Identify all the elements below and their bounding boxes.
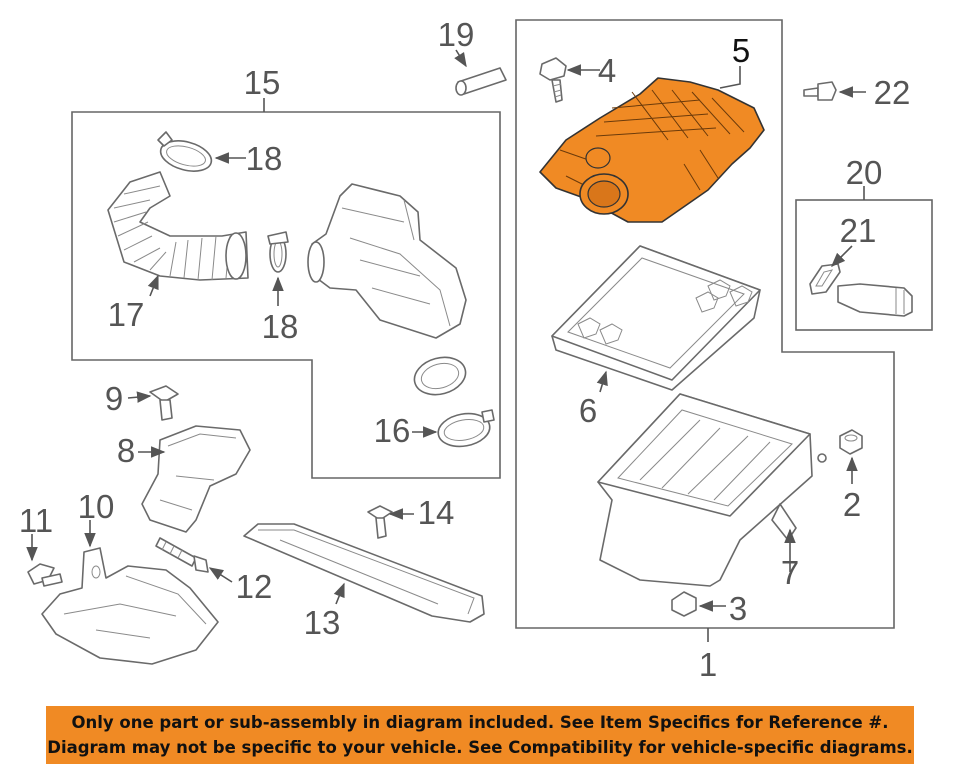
seal-part-21[interactable] bbox=[809, 263, 841, 295]
callout-5: 5 bbox=[732, 32, 750, 69]
callout-13: 13 bbox=[304, 604, 341, 641]
air-filter-part-6[interactable] bbox=[551, 245, 761, 391]
callout-19: 19 bbox=[438, 16, 475, 53]
push-pin-part-14[interactable] bbox=[367, 505, 393, 539]
tube-part-19[interactable] bbox=[455, 67, 507, 96]
grommet-part-2[interactable] bbox=[839, 429, 863, 455]
air-scoop-part-10[interactable] bbox=[41, 547, 219, 665]
callout-22: 22 bbox=[874, 74, 911, 111]
seal-ring-part-16[interactable] bbox=[410, 352, 470, 400]
callout-18-lower: 18 bbox=[262, 308, 299, 345]
stud-part-12[interactable] bbox=[155, 537, 209, 573]
callout-18-upper: 18 bbox=[246, 140, 283, 177]
callout-7: 7 bbox=[781, 554, 799, 591]
callout-17: 17 bbox=[108, 296, 145, 333]
mass-airflow-sensor-part-20[interactable] bbox=[837, 283, 913, 317]
intake-duct-part-17[interactable] bbox=[107, 171, 249, 281]
callout-15: 15 bbox=[244, 64, 281, 101]
callout-9: 9 bbox=[105, 380, 123, 417]
callout-8: 8 bbox=[117, 432, 135, 469]
clamp-part-18-lower[interactable] bbox=[267, 231, 289, 273]
group-box-15 bbox=[71, 111, 501, 479]
callout-10: 10 bbox=[78, 488, 115, 525]
callout-6: 6 bbox=[579, 392, 597, 429]
disclaimer-line-1: Only one part or sub-assembly in diagram… bbox=[71, 713, 889, 732]
callout-14: 14 bbox=[418, 494, 455, 531]
upper-housing-part-5[interactable] bbox=[539, 77, 765, 223]
group-box-1 bbox=[515, 19, 895, 629]
callout-21: 21 bbox=[840, 212, 877, 249]
callout-16: 16 bbox=[374, 412, 411, 449]
disclaimer-line-2: Diagram may not be specific to your vehi… bbox=[47, 738, 913, 757]
callout-20: 20 bbox=[846, 154, 883, 191]
bolt-part-22[interactable] bbox=[803, 81, 837, 101]
callout-2: 2 bbox=[843, 486, 861, 523]
callout-12: 12 bbox=[236, 568, 273, 605]
deflector-part-13[interactable] bbox=[243, 523, 485, 623]
lower-housing-part-7[interactable] bbox=[597, 393, 827, 587]
clamp-part-16[interactable] bbox=[436, 409, 495, 451]
push-pin-part-11[interactable] bbox=[27, 563, 63, 587]
disclaimer-banner: Only one part or sub-assembly in diagram… bbox=[46, 706, 914, 764]
push-pin-part-9[interactable] bbox=[149, 385, 179, 421]
callout-4: 4 bbox=[598, 52, 616, 89]
callout-3: 3 bbox=[729, 590, 747, 627]
clamp-part-18-upper[interactable] bbox=[157, 131, 214, 176]
outlet-duct-part-15[interactable] bbox=[307, 183, 467, 339]
grommet-part-3[interactable] bbox=[671, 591, 697, 617]
inlet-duct-part-8[interactable] bbox=[141, 425, 251, 533]
bolt-part-4[interactable] bbox=[539, 57, 567, 103]
callout-11: 11 bbox=[19, 502, 53, 539]
callout-1: 1 bbox=[699, 646, 717, 683]
